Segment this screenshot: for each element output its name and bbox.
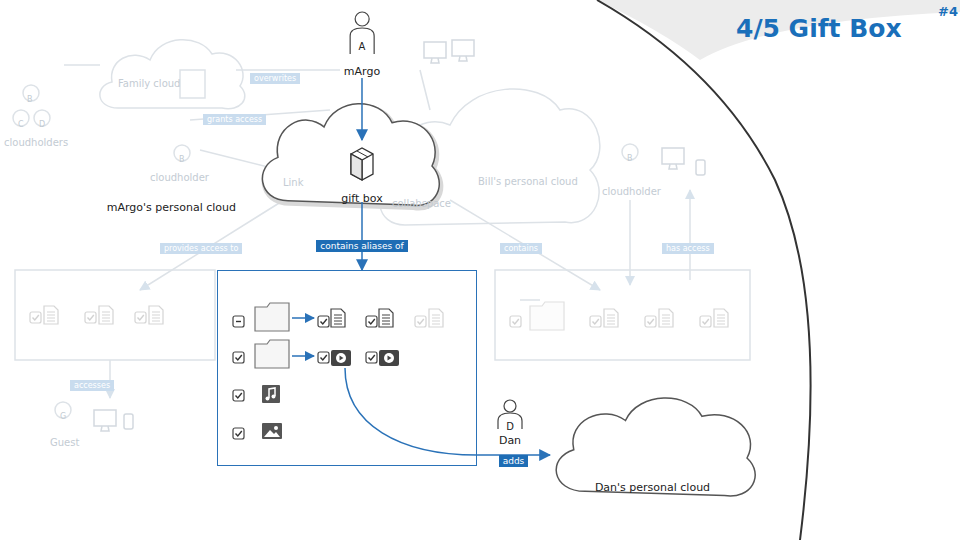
node-text: gift box bbox=[341, 192, 382, 205]
edge-label-wrap: adds bbox=[499, 449, 529, 468]
faded-edge-tag: overwrites bbox=[250, 73, 300, 84]
person-figure: DDan bbox=[492, 398, 528, 442]
node-text: A bbox=[359, 41, 366, 52]
slide-title-wrap: 4/5 Gift Box bbox=[736, 14, 902, 43]
faded-role-label: cloudholder bbox=[150, 172, 209, 183]
faded-person-letter-wrap: B bbox=[179, 147, 185, 166]
contents-panel bbox=[217, 270, 477, 466]
node-text-wrap: mArgo bbox=[344, 60, 380, 79]
node-text: mArgo's personal cloud bbox=[107, 201, 236, 214]
gift-box: gift box bbox=[330, 140, 394, 202]
faded-person-letter: B bbox=[27, 95, 33, 104]
node-text: D bbox=[506, 421, 514, 432]
node-text-wrap: Dan's personal cloud bbox=[595, 476, 710, 495]
edge-label: adds bbox=[499, 455, 529, 467]
node-text-wrap: gift box bbox=[341, 187, 382, 206]
faded-edge-tag-wrap: has access bbox=[662, 236, 714, 255]
person-figure: AmArgo bbox=[340, 8, 384, 78]
faded-edge-tag: accesses bbox=[70, 380, 114, 391]
faded-person-letter: B bbox=[627, 154, 633, 163]
faded-link-label-wrap: Link bbox=[283, 171, 303, 190]
faded-person-letter: B bbox=[179, 155, 185, 164]
faded-edge-tag-wrap: accesses bbox=[70, 373, 114, 392]
faded-space-label: collabspace bbox=[392, 198, 451, 209]
faded-person-letter-wrap: D bbox=[39, 112, 45, 131]
edge-label: contains aliases of bbox=[316, 240, 407, 252]
faded-edge-tag: has access bbox=[662, 243, 714, 254]
connector-arrow bbox=[361, 78, 363, 140]
faded-role-label: cloudholder bbox=[602, 186, 661, 197]
faded-person-letter: D bbox=[39, 120, 45, 129]
faded-cloud-name: Bill's personal cloud bbox=[478, 176, 578, 187]
slide-title: 4/5 Gift Box bbox=[736, 14, 902, 43]
faded-edge-tag-wrap: overwrites bbox=[250, 66, 300, 85]
faded-person-letter-wrap: B bbox=[627, 146, 633, 165]
faded-person-letter-wrap: G bbox=[60, 404, 66, 423]
slide-number-wrap: #4 bbox=[938, 1, 958, 20]
node-text: Dan's personal cloud bbox=[595, 481, 710, 494]
faded-edge-tag-wrap: contains bbox=[500, 236, 542, 255]
faded-role-label-wrap: Guest bbox=[50, 431, 79, 450]
faded-role-label: Guest bbox=[50, 437, 79, 448]
faded-edge-tag: provides access to bbox=[160, 243, 242, 254]
node-text-wrap: mArgo's personal cloud bbox=[107, 196, 236, 215]
faded-role-label-wrap: cloudholder bbox=[602, 180, 661, 199]
slide-number: #4 bbox=[938, 4, 958, 19]
faded-person-letter: C bbox=[18, 120, 24, 129]
cloud-shape: Dan's personal cloud bbox=[540, 383, 765, 508]
faded-cloud-name-wrap: Family cloud bbox=[118, 72, 180, 91]
faded-edge-tag-wrap: provides access to bbox=[160, 236, 242, 255]
node-text: mArgo bbox=[344, 65, 380, 78]
faded-edge-tag: contains bbox=[500, 243, 542, 254]
faded-link-label: Link bbox=[283, 177, 303, 188]
faded-person-letter-wrap: B bbox=[27, 87, 33, 106]
connector-arrow bbox=[361, 202, 363, 270]
faded-edge-tag-wrap: grants access bbox=[203, 107, 266, 126]
node-text-wrap: A bbox=[359, 35, 366, 54]
faded-cloud-name: Family cloud bbox=[118, 78, 180, 89]
node-text-wrap: D bbox=[506, 415, 514, 434]
faded-person-letter: G bbox=[60, 412, 66, 421]
node-text-wrap: Dan bbox=[499, 429, 521, 448]
faded-person-letter-wrap: C bbox=[18, 112, 24, 131]
faded-role-label: cloudholders bbox=[4, 137, 68, 148]
faded-role-label-wrap: cloudholder bbox=[150, 166, 209, 185]
edge-label-wrap: contains aliases of bbox=[316, 234, 407, 253]
faded-edge-tag: grants access bbox=[203, 114, 266, 125]
node-text: Dan bbox=[499, 434, 521, 447]
faded-cloud-name-wrap: Bill's personal cloud bbox=[478, 170, 578, 189]
faded-role-label-wrap: cloudholders bbox=[4, 131, 68, 150]
faded-space-label-wrap: collabspace bbox=[392, 192, 451, 211]
